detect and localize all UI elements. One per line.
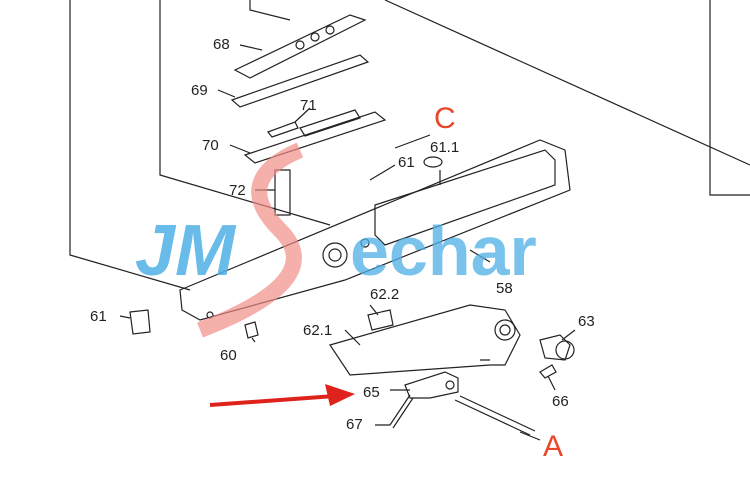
part-68 [233, 14, 367, 79]
label-63: 63 [578, 313, 595, 330]
label-61-top: 61 [398, 154, 415, 171]
part-61-pad [129, 309, 151, 335]
part-69 [230, 54, 370, 108]
label-61-left: 61 [90, 308, 107, 325]
part-66-screw [539, 364, 557, 379]
label-58: 58 [496, 280, 513, 297]
frame-line-left [69, 0, 191, 291]
callout-A: A [543, 430, 564, 463]
part-72 [274, 169, 291, 216]
label-72: 72 [229, 182, 246, 199]
part-63-pin [539, 334, 571, 361]
label-62-2: 62.2 [370, 286, 400, 303]
frame-line-right [709, 0, 750, 196]
part-A-rod [454, 399, 531, 436]
watermark-logo: JM echar [135, 142, 537, 338]
part-60-nut [244, 321, 259, 339]
label-70: 70 [202, 137, 219, 154]
red-arrow-head [325, 384, 355, 406]
part-67 [389, 394, 414, 429]
part-62-bracket [329, 304, 521, 376]
red-arrow [209, 394, 336, 407]
label-68: 68 [213, 36, 230, 53]
label-69: 69 [191, 82, 208, 99]
part-58-lever [179, 139, 571, 321]
label-66: 66 [552, 393, 569, 410]
frame-top [249, 0, 291, 21]
part-70 [243, 111, 387, 164]
label-71: 71 [300, 97, 317, 114]
label-65: 65 [363, 384, 380, 401]
svg-text:JM: JM [135, 211, 237, 291]
svg-text:echar: echar [350, 212, 537, 290]
frame-line-inner [159, 0, 331, 226]
callout-C: C [434, 102, 456, 135]
part-61-1 [423, 156, 443, 168]
frame-line-top-right [384, 0, 750, 166]
label-67: 67 [346, 416, 363, 433]
label-61-1: 61.1 [430, 139, 460, 156]
part-71 [267, 121, 299, 138]
part-62-2 [367, 309, 394, 331]
label-60: 60 [220, 347, 237, 364]
part-65 [404, 371, 459, 399]
label-62-1: 62.1 [303, 322, 333, 339]
